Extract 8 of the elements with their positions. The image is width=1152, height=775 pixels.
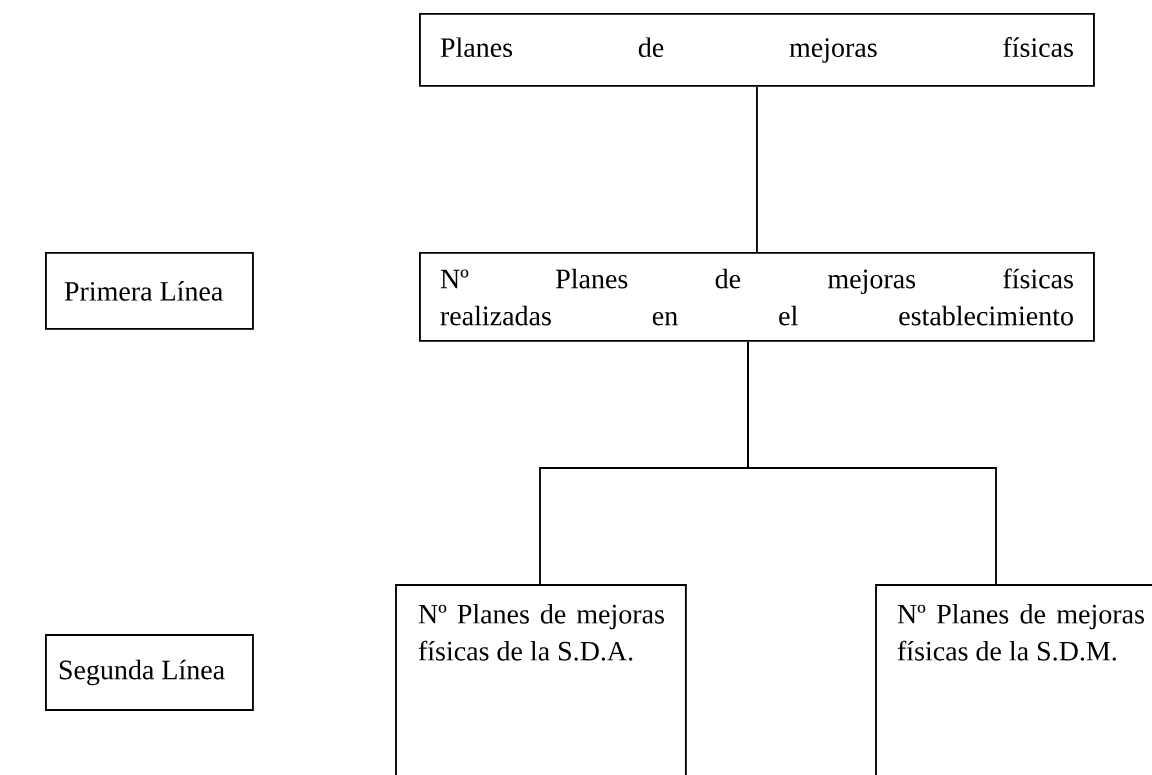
- label-box: Primera Línea: [45, 252, 254, 330]
- label-box: Segunda Línea: [45, 634, 254, 711]
- process-box: Planes de mejoras físicas: [419, 13, 1095, 87]
- process-box: Nº Planes de mejoras físicas de la S.D.M.: [875, 584, 1152, 775]
- connector-line: [747, 340, 997, 586]
- connector-line: [756, 85, 758, 253]
- process-box: Nº Planes de mejoras físicas de la S.D.A.: [395, 584, 687, 775]
- process-box: Nº Planes de mejoras físicas realizadas en el establecimiento: [419, 252, 1095, 342]
